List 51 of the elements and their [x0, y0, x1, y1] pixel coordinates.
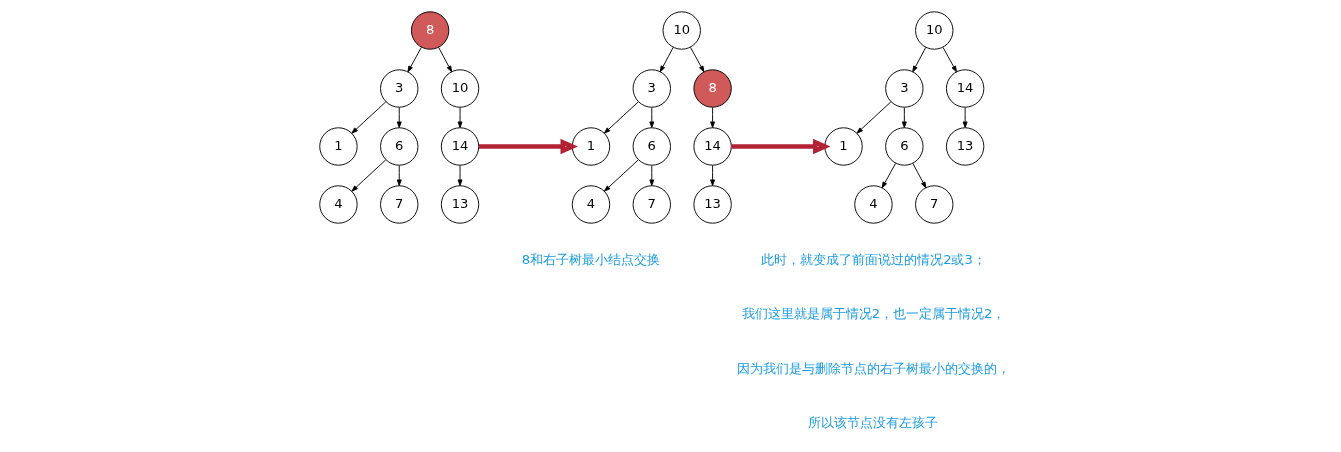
arrow — [351, 159, 387, 192]
arrow — [710, 165, 716, 186]
node-circle: 14 — [945, 69, 985, 108]
arrow — [901, 107, 907, 128]
arrow — [710, 107, 716, 128]
label: 此时，就变成了前面说过的情况2或3； — [761, 252, 986, 268]
arrow — [407, 46, 422, 73]
arrow — [351, 101, 387, 134]
node-circle: 14 — [440, 127, 480, 166]
arrow — [856, 101, 892, 134]
label: 我们这里就是属于情况2，也一定属于情况2， — [741, 306, 1006, 322]
arrow — [457, 107, 463, 128]
arrow — [942, 46, 957, 73]
node-circle: 13 — [693, 185, 732, 224]
arrow — [649, 107, 655, 128]
label: 因为我们是与删除节点的右子树最小的交换的， — [736, 360, 1010, 376]
arrow — [659, 46, 674, 73]
node-circle: 7 — [915, 185, 954, 224]
node-circle: 13 — [440, 185, 480, 224]
node-circle: 6 — [885, 127, 924, 166]
arrow — [962, 107, 968, 128]
arrow — [912, 162, 927, 189]
node-circle: 10 — [662, 11, 701, 50]
arrow — [604, 159, 639, 192]
arrow — [604, 101, 639, 134]
node-circle: 3 — [632, 69, 671, 108]
node-circle: 10 — [440, 69, 480, 108]
node-circle: 8 — [410, 11, 450, 50]
node-circle: 3 — [380, 69, 419, 108]
node-circle: 7 — [380, 185, 419, 224]
node-circle: 14 — [693, 127, 732, 166]
node-circle: 8 — [693, 69, 732, 108]
node-circle: 10 — [915, 11, 954, 50]
arrow — [690, 46, 705, 73]
arrow — [438, 46, 453, 73]
arrow — [396, 107, 402, 128]
node-circle: 6 — [380, 127, 419, 166]
arrow — [649, 165, 655, 186]
node-circle: 7 — [632, 185, 671, 224]
arrow — [881, 162, 897, 189]
arrow — [396, 165, 402, 186]
node-circle: 3 — [885, 69, 924, 108]
label: 所以该节点没有左孩子 — [808, 414, 939, 430]
node-circle: 13 — [945, 127, 985, 166]
node-circle: 6 — [632, 127, 671, 166]
arrow — [731, 138, 831, 155]
arrow — [457, 165, 463, 186]
arrow — [478, 138, 579, 155]
arrow — [912, 46, 927, 73]
node-circle: 4 — [854, 185, 893, 224]
label: 8和右子树最小结点交换 — [521, 252, 661, 268]
